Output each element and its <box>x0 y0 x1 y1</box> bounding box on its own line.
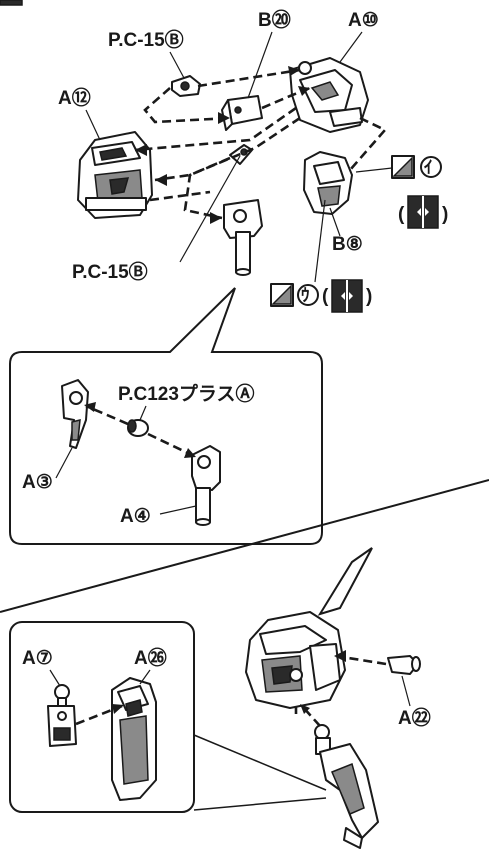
corner-mark <box>0 0 23 6</box>
svg-text:(: ( <box>398 204 405 225</box>
bubble-tail <box>317 547 373 616</box>
arrowhead <box>210 212 222 224</box>
dash-pc15-to-a10 <box>197 68 301 88</box>
label-a10: A⑩ <box>348 10 379 31</box>
dash-a12-lower <box>149 190 211 202</box>
arrowhead <box>298 86 310 96</box>
part-a3 <box>61 379 89 449</box>
leader-line <box>49 669 61 687</box>
arrowhead <box>112 704 124 714</box>
arrowhead <box>288 66 300 76</box>
dash-pc15-to-neck <box>183 156 231 220</box>
label-a3: A③ <box>22 472 53 493</box>
leader-line <box>169 51 185 79</box>
dash-a7-to-a26 <box>75 704 123 726</box>
arrowhead <box>184 448 196 458</box>
svg-text:ｳ: ｳ <box>301 286 310 305</box>
svg-text:ｲ: ｲ <box>424 158 433 177</box>
mark-u: ｳ ( ) <box>270 199 372 313</box>
part-a7 <box>47 684 77 747</box>
label-a26: A㉖ <box>134 646 167 669</box>
leader-line <box>329 207 341 237</box>
arrowhead <box>135 144 147 156</box>
leader-line <box>55 447 73 479</box>
part-b8 <box>303 151 353 215</box>
dash-a10-to-b8 <box>349 116 388 171</box>
leader-line <box>139 405 147 421</box>
arrowhead <box>218 112 230 124</box>
leader-line <box>85 109 101 141</box>
label-pc15-top: P.C-15Ⓑ <box>108 28 184 51</box>
label-a7: A⑦ <box>22 648 53 669</box>
section-divider <box>0 479 489 613</box>
leader-line <box>247 31 273 99</box>
mark-i-direction: ( ) <box>398 195 448 229</box>
callout-line <box>193 734 327 791</box>
svg-text:): ) <box>366 286 372 307</box>
detail-panel-shoulder: A⑦ A㉖ <box>9 621 195 813</box>
leader-line <box>139 669 151 685</box>
leader-line <box>179 155 241 263</box>
part-a26 <box>111 677 157 801</box>
part-lower-body <box>314 724 379 849</box>
dash-pc15-to-b20 <box>143 87 231 124</box>
label-pc123: P.C123プラスⒶ <box>118 382 255 405</box>
circle-mark-icon <box>420 156 442 178</box>
arrowhead <box>155 174 167 186</box>
callout-line <box>193 797 327 811</box>
label-b20: B⑳ <box>258 8 291 31</box>
part-pc123 <box>127 419 149 437</box>
part-a12 <box>77 131 153 219</box>
part-pc15-top <box>171 75 201 97</box>
detail-panel-neck: P.C123プラスⒶ A③ A④ <box>9 287 323 545</box>
label-a22: A㉒ <box>398 706 431 729</box>
label-a4: A④ <box>120 506 151 527</box>
label-b8: B⑧ <box>332 234 363 255</box>
part-a22 <box>387 655 421 675</box>
arrowhead <box>334 650 346 662</box>
label-pc15-bottom: P.C-15Ⓑ <box>72 260 148 283</box>
svg-text:): ) <box>442 204 448 225</box>
dash-pc123-to-a3 <box>85 404 129 426</box>
leader-line <box>339 31 363 63</box>
part-neck-joint <box>223 199 263 276</box>
top-assembly: P.C-15Ⓑ B⑳ A⑩ A⑫ ｲ ( ) B⑧ P.C-15Ⓑ <box>58 8 448 313</box>
part-a10 <box>289 57 369 133</box>
circle-mark-icon <box>297 284 319 306</box>
leader-line <box>401 675 411 707</box>
arrowhead <box>84 402 96 412</box>
dash-a10-to-a12 <box>134 106 297 152</box>
part-assembled-head <box>245 611 346 709</box>
label-a12: A⑫ <box>58 86 91 109</box>
part-b20 <box>221 95 263 131</box>
svg-text:(: ( <box>322 286 329 307</box>
arrowhead <box>300 704 310 714</box>
mark-i: ｲ <box>355 155 442 179</box>
leader-line <box>159 505 197 515</box>
part-pc15-bottom <box>229 144 253 165</box>
part-a4 <box>191 445 221 526</box>
